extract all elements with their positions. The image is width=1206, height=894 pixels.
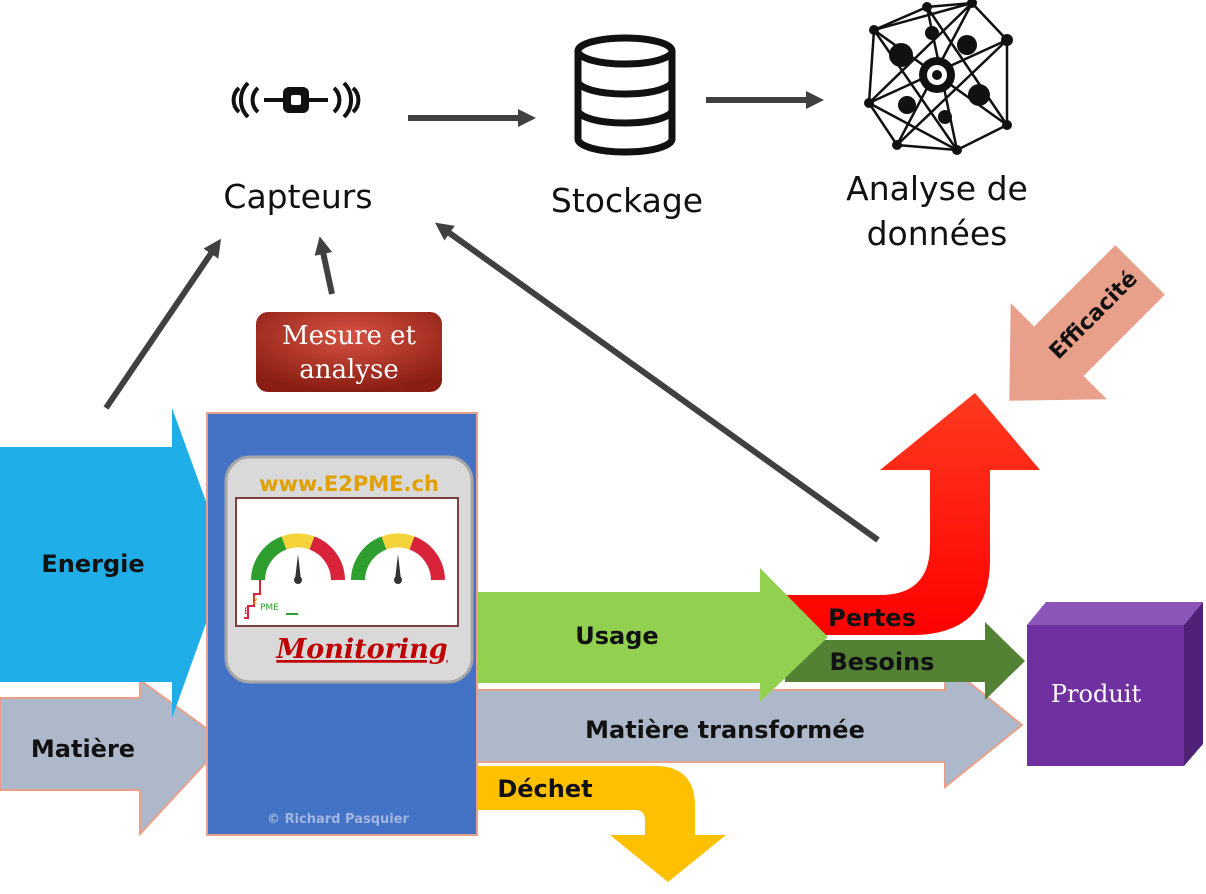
arrow-measure-to-sensors — [314, 236, 335, 295]
usage-arrow — [470, 568, 828, 702]
website-label: www.E2PME.ch — [259, 472, 439, 496]
network-icon — [864, 0, 1013, 155]
svg-text:E: E — [244, 607, 250, 617]
svg-text:2: 2 — [252, 597, 258, 607]
product-cube: Produit — [1027, 602, 1203, 766]
energy-input-arrow — [0, 408, 228, 718]
needs-arrow — [785, 622, 1025, 700]
measure-line1: Mesure et — [282, 321, 417, 351]
arrow-energy-to-sensors — [103, 238, 221, 410]
measure-analysis-box: Mesure et analyse — [256, 312, 442, 392]
database-icon — [574, 34, 676, 156]
transformed-matter-arrow — [469, 660, 1024, 790]
analysis-label-line1: Analyse de — [846, 169, 1028, 208]
usage-label: Usage — [575, 622, 658, 650]
arrow-losses-to-sensors — [434, 222, 880, 543]
e2pme-logo: E 2 PME — [244, 580, 298, 619]
gauge-icon — [351, 533, 445, 584]
gauge-icon — [251, 533, 345, 584]
matter-input-arrow — [0, 678, 227, 837]
monitoring-panel: www.E2PME.ch E 2 PME Monitoring © Ri — [206, 412, 478, 836]
storage-label: Stockage — [551, 181, 703, 220]
efficiency-arrow: Efficacité — [1009, 245, 1165, 401]
losses-label: Pertes — [828, 604, 916, 632]
losses-arrow — [785, 393, 1040, 635]
waste-label: Déchet — [497, 775, 592, 803]
sensor-icon — [231, 81, 361, 119]
measure-line2: analyse — [299, 355, 398, 385]
sensors-label: Capteurs — [223, 177, 372, 216]
waste-arrow — [470, 766, 726, 882]
monitoring-title: Monitoring — [275, 634, 447, 665]
energy-label: Energie — [41, 550, 144, 578]
transformed-matter-label: Matière transformée — [585, 716, 865, 744]
product-label: Produit — [1051, 680, 1142, 708]
matter-label: Matière — [31, 735, 135, 763]
copyright-label: © Richard Pasquier — [267, 812, 409, 827]
svg-text:PME: PME — [260, 603, 279, 613]
needs-label: Besoins — [830, 648, 935, 676]
analysis-label-line2: données — [867, 214, 1008, 253]
